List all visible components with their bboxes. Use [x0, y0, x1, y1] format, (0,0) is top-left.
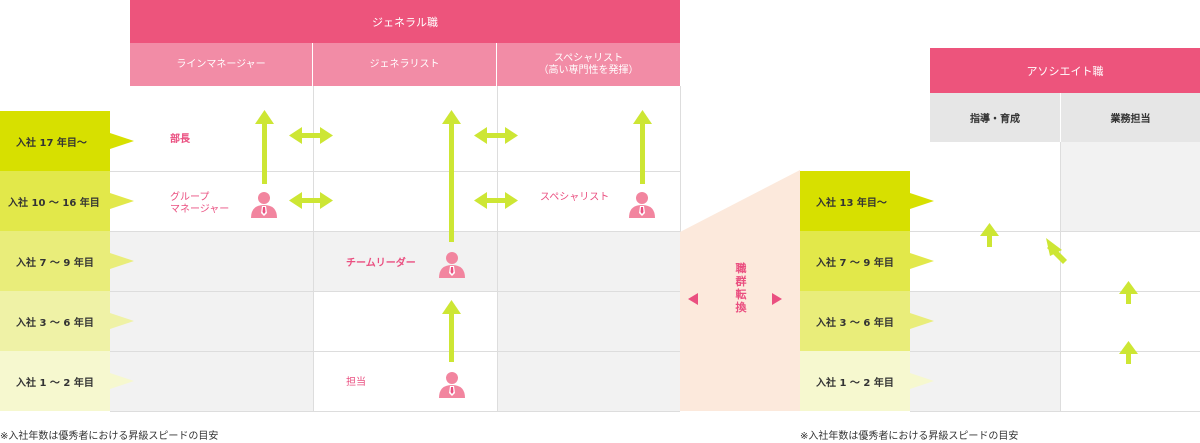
career-path-arrows — [251, 110, 655, 398]
associate-arrows — [980, 223, 1138, 364]
left-footnote: ※入社年数は優秀者における昇級スピードの目安 — [0, 431, 219, 442]
general-header: ジェネラル職 — [130, 0, 680, 43]
double-arrow-icon — [474, 127, 518, 144]
year-tab-5 — [0, 351, 134, 411]
role-group-manager: グループ マネージャー — [170, 192, 230, 215]
role-bucho: 部長 — [170, 134, 190, 145]
col-header-line-manager: ラインマネージャー — [130, 43, 313, 86]
arrow-right-icon — [772, 293, 782, 305]
col-divider — [313, 86, 314, 411]
gray-cell-c — [497, 232, 680, 411]
gray-cell-a — [110, 232, 313, 411]
year-tab-1 — [800, 171, 934, 231]
conversion-label: 職群転換 — [735, 262, 747, 314]
person-icon — [439, 252, 465, 278]
role-specialist: スペシャリスト — [540, 192, 610, 203]
row-divider — [110, 351, 680, 352]
arrow-diagonal-icon — [1046, 238, 1067, 264]
person-icon — [439, 372, 465, 398]
double-arrow-icon — [289, 127, 333, 144]
col-header-specialist: スペシャリスト （高い専門性を発揮） — [497, 43, 680, 86]
role-team-leader: チームリーダー — [346, 258, 416, 269]
row-divider — [110, 411, 680, 412]
associate-year-labels-bg — [800, 171, 934, 411]
right-footnote: ※入社年数は優秀者における昇級スピードの目安 — [800, 431, 1019, 442]
arrow-up-icon — [633, 110, 652, 184]
arrow-left-icon — [688, 293, 698, 305]
gray-cell-b — [313, 232, 497, 291]
row-divider — [110, 171, 680, 172]
role-tanto: 担当 — [346, 377, 366, 388]
double-arrow-icon — [474, 192, 518, 209]
row-divider — [910, 351, 1200, 352]
year-label-5: 入社 1 ～ 2 年目 — [16, 377, 94, 389]
year-label-2: 入社 10 ～ 16 年目 — [8, 197, 100, 209]
associate-year-label-2: 入社 7 ～ 9 年目 — [816, 257, 894, 269]
conversion-band — [680, 170, 800, 411]
arrow-up-icon — [1119, 341, 1138, 364]
double-arrow-icon — [289, 192, 333, 209]
arrow-up-icon — [980, 223, 999, 247]
row-divider — [910, 411, 1200, 412]
col-divider — [1060, 142, 1061, 411]
year-tab-3 — [800, 291, 934, 351]
year-tab-4 — [0, 291, 134, 351]
year-tab-3 — [0, 231, 134, 291]
year-tab-1 — [0, 111, 134, 171]
associate-year-label-3: 入社 3 ～ 6 年目 — [816, 317, 894, 329]
col-divider — [497, 86, 498, 411]
row-divider — [110, 231, 680, 232]
arrow-up-icon — [1119, 281, 1138, 304]
arrow-up-icon — [442, 110, 461, 242]
year-label-3: 入社 7 ～ 9 年目 — [16, 257, 94, 269]
person-icon — [629, 192, 655, 218]
year-tab-4 — [800, 351, 934, 411]
year-labels-bg — [0, 111, 134, 411]
row-divider — [910, 231, 1200, 232]
row-divider — [910, 291, 1200, 292]
year-label-1: 入社 17 年目～ — [16, 137, 87, 149]
year-tab-2 — [0, 171, 134, 231]
row-divider — [110, 291, 680, 292]
person-icon — [251, 192, 277, 218]
col-header-guidance: 指導・育成 — [930, 93, 1061, 142]
year-tab-2 — [800, 231, 934, 291]
col-header-generalist: ジェネラリスト — [313, 43, 497, 86]
year-label-4: 入社 3 ～ 6 年目 — [16, 317, 94, 329]
arrow-up-icon — [442, 300, 461, 362]
associate-year-label-4: 入社 1 ～ 2 年目 — [816, 377, 894, 389]
arrow-up-icon — [255, 110, 274, 184]
gray-cell-r1 — [1061, 142, 1200, 231]
associate-year-label-1: 入社 13 年目～ — [816, 197, 887, 209]
col-header-operations: 業務担当 — [1061, 93, 1200, 142]
associate-header: アソシエイト職 — [930, 48, 1200, 93]
